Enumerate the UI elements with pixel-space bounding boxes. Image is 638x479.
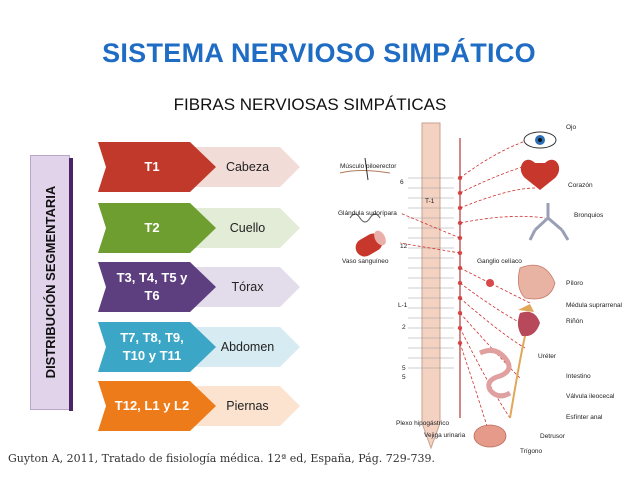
region-label: Tórax (231, 280, 264, 294)
blood-vessel-icon (355, 230, 386, 257)
organ-label: Detrusor (540, 433, 565, 440)
region-label: Piernas (226, 399, 269, 413)
spinal-level-label: 6 (400, 179, 404, 186)
region-tag-shape (180, 327, 300, 367)
region-tag-shape (180, 267, 300, 307)
sweat-gland-icon (349, 213, 381, 223)
adrenal-icon (518, 304, 534, 312)
citation-text: Guyton A, 2011, Tratado de fisiología mé… (8, 452, 435, 465)
segment-label: T7, T8, T9, T10 y T11 (120, 330, 184, 363)
organ-label: Riñón (566, 318, 583, 325)
organ-label: Píloro (566, 280, 583, 287)
organ-label: Esfínter anal (566, 414, 603, 421)
segment-label: T1 (144, 159, 160, 175)
sympathetic-anatomy-illustration (339, 122, 570, 450)
anatomy-label: Glándula sudorípara (338, 210, 397, 217)
anatomy-label: Plexo hipogástrico (396, 420, 450, 427)
hair-icon (364, 157, 369, 181)
spinal-level-label: 12 (400, 243, 408, 250)
segment-distribution-label: DISTRIBUCIÓN SEGMENTARIA (43, 185, 58, 379)
organ-label: Bronquios (574, 212, 604, 219)
organ-label: Válvula ileocecal (566, 393, 615, 400)
spinal-level-label: L-1 (398, 302, 408, 309)
region-tag-shape (180, 147, 300, 187)
region-tag-shape (180, 386, 300, 426)
stomach-icon (517, 264, 556, 300)
segment-chevron (98, 322, 216, 372)
eye-icon (523, 131, 557, 149)
anatomy-label: Vejiga urinaria (424, 432, 466, 439)
kidney-icon (517, 311, 540, 337)
region-label: Abdomen (220, 340, 275, 354)
anatomy-label: Ganglio celíaco (477, 258, 522, 265)
spinal-level-label: 2 (402, 324, 406, 331)
region-label: Cuello (229, 221, 266, 235)
organ-label: Trígono (520, 448, 543, 455)
anatomy-label: Músculo piloerector (340, 163, 397, 170)
organ-label: Médula suprarrenal (566, 302, 623, 309)
celiac-ganglion (486, 279, 494, 287)
bronchi-icon (528, 203, 570, 241)
bladder-icon (473, 424, 507, 448)
segment-chevron (98, 203, 216, 253)
organ-label: Ojo (566, 124, 577, 131)
segment-label: T2 (144, 220, 160, 236)
region-label: Cabeza (225, 160, 270, 174)
page-title: SISTEMA NERVIOSO SIMPÁTICO (102, 38, 536, 68)
segment-label: T12, L1 y L2 (114, 398, 190, 414)
segment-chevron (98, 262, 216, 312)
ureter-icon (509, 335, 526, 419)
heart-icon (520, 159, 560, 190)
spinal-level-label: 5 (402, 365, 406, 372)
segment-distribution-box: DISTRIBUCIÓN SEGMENTARIA (30, 155, 73, 411)
anatomy-label: Vaso sanguíneo (342, 258, 389, 265)
intestine-icon (478, 347, 512, 399)
diagram-subtitle: FIBRAS NERVIOSAS SIMPÁTICAS (173, 95, 447, 114)
segment-chevron (98, 381, 216, 431)
spinal-level-label: T-1 (425, 198, 435, 205)
spinal-level-label: 5 (402, 374, 406, 381)
organ-label: Corazón (568, 182, 593, 189)
organ-label: Uréter (538, 353, 557, 360)
region-tag-shape (180, 208, 300, 248)
spinal-cord (421, 122, 441, 450)
segment-label: T3, T4, T5 y T6 (116, 270, 188, 303)
segment-ticks (408, 177, 454, 369)
organ-label: Intestino (566, 373, 591, 380)
segment-chevron (98, 142, 216, 192)
